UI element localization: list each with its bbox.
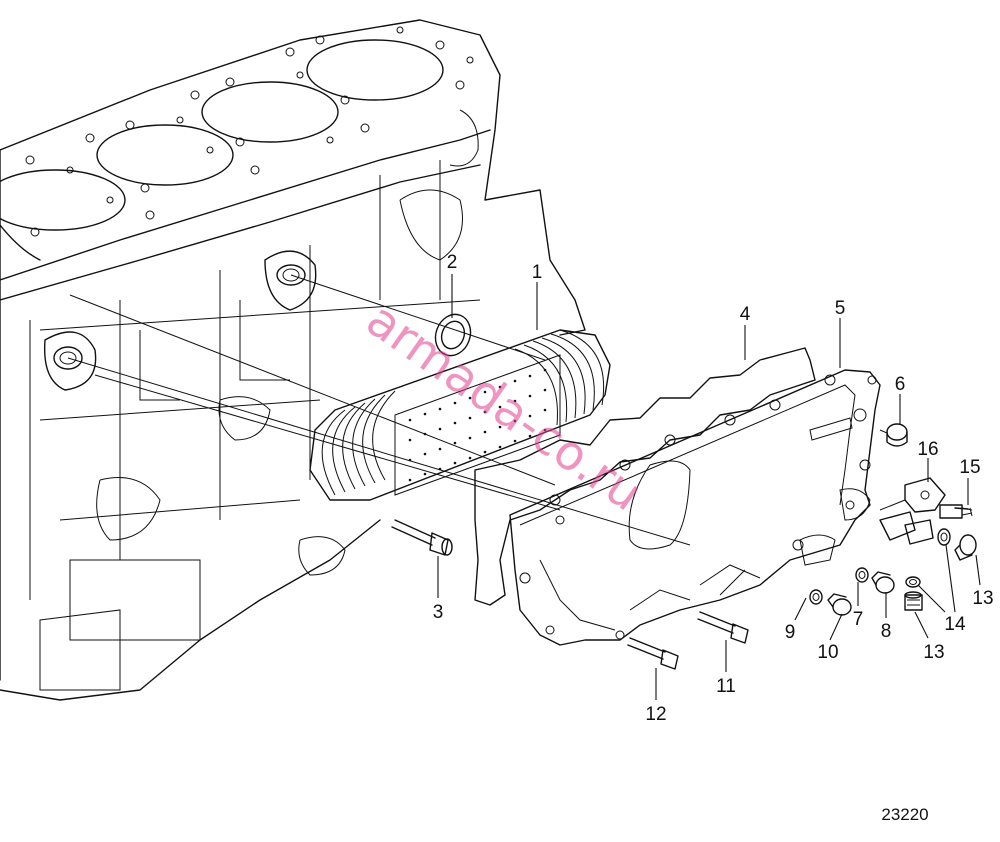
callout-12: 12 xyxy=(645,704,666,725)
callout-15: 15 xyxy=(959,457,980,478)
callout-14: 14 xyxy=(944,614,966,635)
washer-part-9 xyxy=(809,589,823,605)
callout-8: 8 xyxy=(881,621,892,642)
plug-part-10 xyxy=(827,593,852,616)
engine-block xyxy=(0,19,586,701)
cylinder-bores xyxy=(0,39,444,261)
plug-part-6 xyxy=(879,423,908,447)
callout-7: 7 xyxy=(853,609,864,630)
seal-ring-part xyxy=(434,313,472,357)
bolt-part-11 xyxy=(697,611,749,644)
block-oil-ports xyxy=(43,250,317,391)
callout-13-lower: 13 xyxy=(923,642,944,663)
callout-10: 10 xyxy=(817,642,838,663)
plug-part-8 xyxy=(871,571,895,594)
callout-2: 2 xyxy=(447,252,458,273)
callout-16: 16 xyxy=(917,439,938,460)
plug-part-13a xyxy=(954,534,977,561)
plug-part-13b xyxy=(904,591,923,611)
figure-number: 23220 xyxy=(881,805,928,824)
bolt-holes xyxy=(25,26,474,237)
leader-lines xyxy=(437,274,981,700)
callout-11: 11 xyxy=(716,676,736,697)
callout-6: 6 xyxy=(895,374,906,395)
sensor-part xyxy=(879,511,934,545)
bolt-part-12 xyxy=(627,637,679,670)
bolt-part-3 xyxy=(391,519,453,556)
screw-part-15 xyxy=(939,504,973,519)
bracket-part-16 xyxy=(879,477,946,513)
cover-part xyxy=(509,369,881,646)
callout-9: 9 xyxy=(785,622,796,643)
callout-4: 4 xyxy=(740,304,751,325)
seal-washer-part-14a xyxy=(937,528,951,546)
callout-5: 5 xyxy=(835,298,846,319)
callout-3: 3 xyxy=(433,602,444,623)
washer-part-7 xyxy=(855,567,869,583)
callout-labels: 1 2 3 4 5 6 7 8 9 10 11 12 13 13 14 15 1… xyxy=(433,252,994,725)
callout-1: 1 xyxy=(532,262,543,283)
callout-13-upper: 13 xyxy=(972,588,993,609)
seal-washer-part-14b xyxy=(905,576,921,588)
alignment-lines xyxy=(67,274,691,546)
oil-cooler-part xyxy=(309,329,611,501)
gasket-part xyxy=(474,347,816,606)
